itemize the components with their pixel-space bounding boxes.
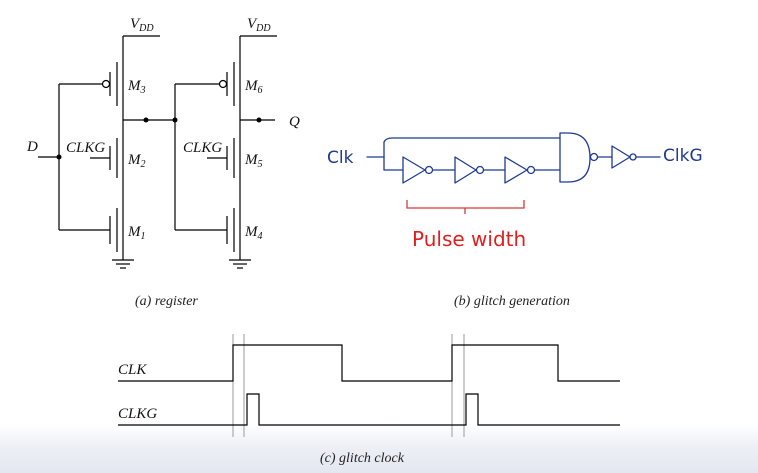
- glitch-clock-caption: (c) glitch clock: [320, 451, 405, 466]
- vdd-right-label: VDD: [247, 16, 271, 34]
- clkg-left-label: CLKG: [66, 140, 105, 156]
- m2-label: M2: [127, 152, 146, 170]
- m5-label: M5: [244, 152, 263, 170]
- clkg-wave-label: CLKG: [118, 406, 157, 422]
- clkg-right-label: CLKG: [183, 140, 222, 156]
- d-input-label: D: [26, 139, 38, 155]
- glitch-generation-sketch: Clk ClkG Pulse width (b) glitch generati…: [327, 132, 703, 309]
- register-circuit: VDD VDD: [26, 16, 300, 309]
- vdd-left-label: VDD: [130, 16, 154, 34]
- register-caption: (a) register: [135, 294, 198, 309]
- clkg-output-label: ClkG: [663, 146, 703, 166]
- q-output-label: Q: [289, 114, 300, 130]
- clk-waveform: [118, 344, 620, 382]
- m4-label: M4: [244, 224, 263, 242]
- pulse-width-label: Pulse width: [412, 227, 526, 251]
- clk-wave-label: CLK: [118, 362, 147, 378]
- clk-input-label: Clk: [327, 148, 354, 168]
- m6-label: M6: [244, 78, 263, 96]
- glitch-clock-waveforms: CLK CLKG (c) glitch clock: [118, 334, 620, 466]
- m1-label: M1: [127, 224, 146, 242]
- glitch-generation-caption: (b) glitch generation: [454, 294, 570, 309]
- clkg-waveform: [118, 393, 620, 426]
- m3-label: M3: [127, 78, 146, 96]
